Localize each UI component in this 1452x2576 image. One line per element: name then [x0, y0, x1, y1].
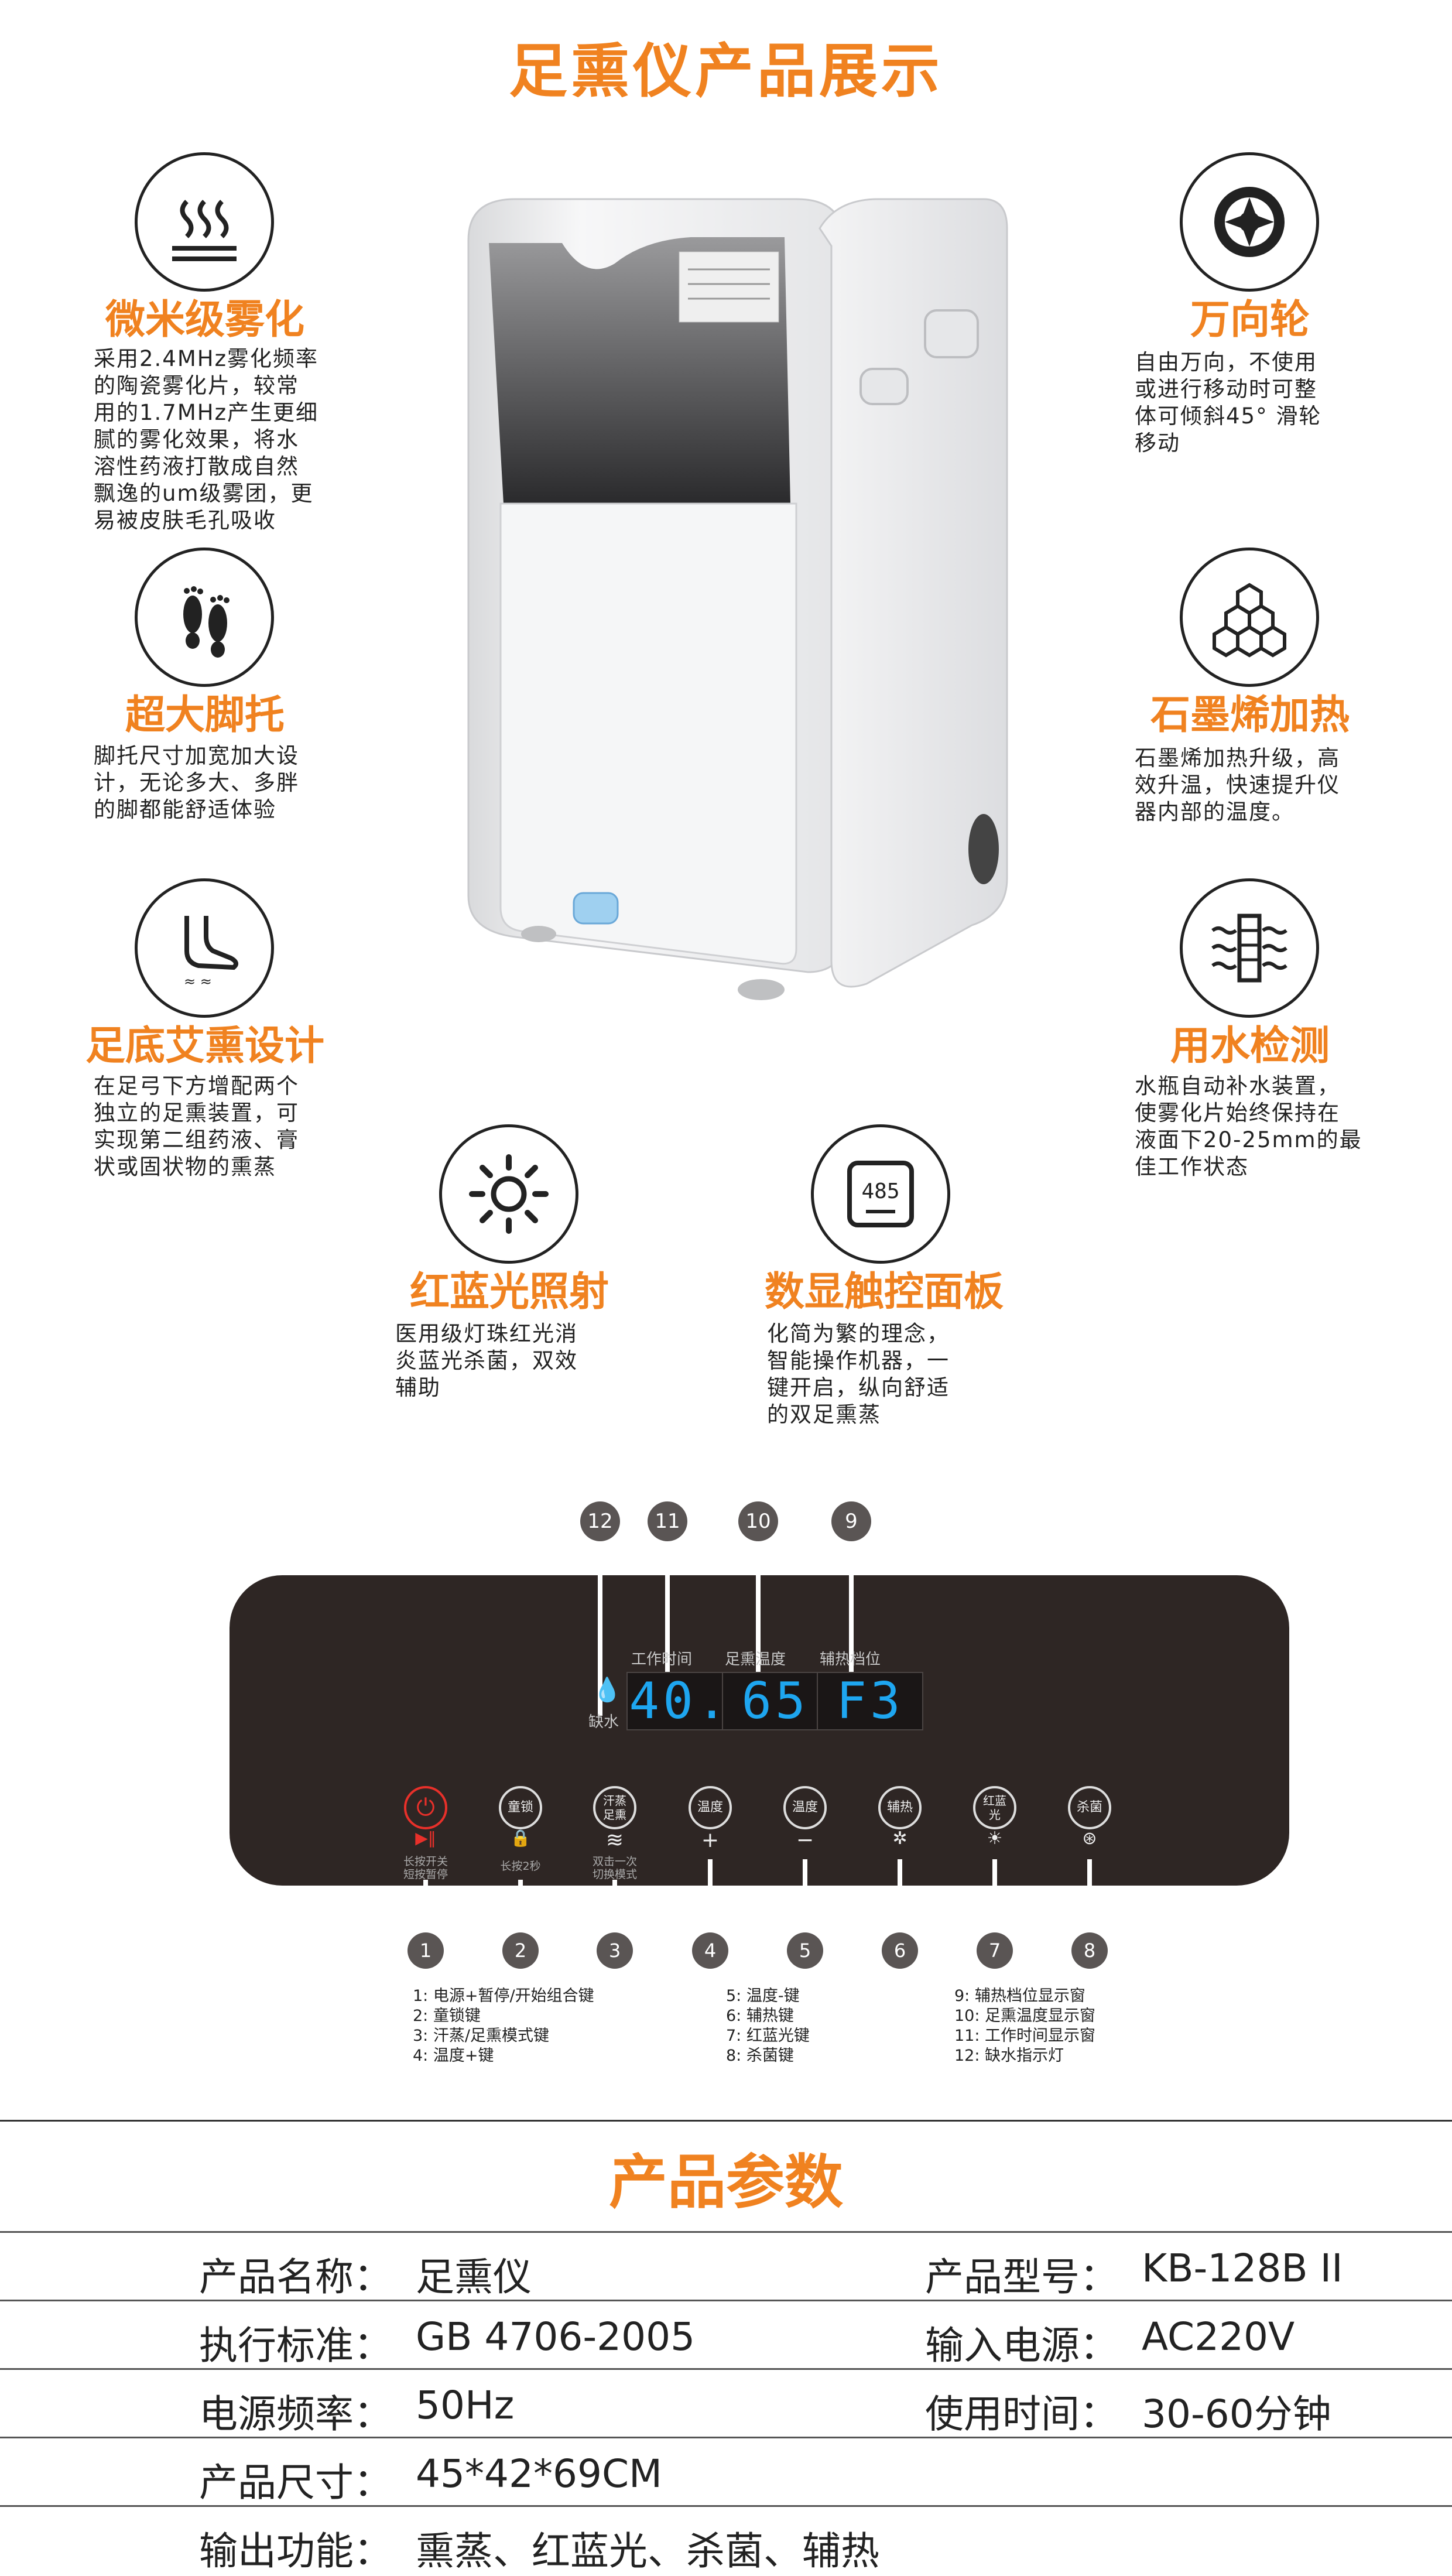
foot-icon: ≈ ≈ — [135, 878, 274, 1018]
steam-icon — [135, 152, 274, 292]
feature-title: 超大脚托 — [125, 692, 285, 738]
svg-text:485: 485 — [861, 1179, 899, 1203]
button-hint: 长按2秒 — [500, 1860, 541, 1873]
plus-icon: + — [701, 1828, 720, 1852]
light-button[interactable]: 红蓝 光 — [973, 1786, 1016, 1829]
callout-9: 9 — [831, 1501, 871, 1541]
feature-desc: 在足弓下方增配两个独立的足熏装置，可实现第二组药液、膏状或固状物的熏蒸 — [94, 1073, 299, 1179]
play-pause-icon: ▶‖ — [415, 1828, 436, 1848]
sterilize-icon: ⊛ — [1082, 1828, 1097, 1849]
leader-line — [849, 1534, 854, 1686]
feature-desc: 脚托尺寸加宽加大设计，无论多大、多胖的脚都能舒适体验 — [94, 743, 299, 822]
steam-small-icon: ≋ — [605, 1828, 624, 1852]
feature-desc: 化简为繁的理念，智能操作机器，一键开启，纵向舒适的双足熏蒸 — [767, 1321, 950, 1427]
water-level-icon — [1180, 878, 1319, 1018]
hexagon-icon — [1180, 548, 1319, 687]
wheel-icon — [1180, 152, 1319, 292]
param-row: 电源频率： 50Hz 使用时间： 30-60分钟 — [0, 2368, 1452, 2438]
feature-desc: 采用2.4MHz雾化频率的陶瓷雾化片，较常用的1.7MHz产生更细腻的雾化效果，… — [94, 346, 319, 533]
feature-desc: 医用级灯珠红光消炎蓝光杀菌，双效辅助 — [395, 1321, 578, 1400]
temp-down-button[interactable]: 温度 — [783, 1786, 827, 1829]
sterilize-button[interactable]: 杀菌 — [1068, 1786, 1111, 1829]
minus-icon: − — [796, 1828, 814, 1852]
param-row: 产品尺寸： 45*42*69CM — [0, 2437, 1452, 2507]
callout-4: 4 — [692, 1932, 728, 1969]
sun-icon — [439, 1124, 578, 1264]
callout-7: 7 — [977, 1932, 1013, 1969]
leader-line — [665, 1534, 670, 1686]
footprints-icon — [135, 548, 274, 687]
feature-desc: 自由万向，不使用或进行移动时可整体可倾斜45° 滑轮移动 — [1135, 350, 1322, 456]
param-row: 产品名称： 足熏仪 产品型号： KB-128B II — [0, 2231, 1452, 2301]
feature-title: 万向轮 — [1190, 297, 1310, 343]
child-lock-button[interactable]: 童锁 — [499, 1786, 542, 1829]
power-icon[interactable]: ⏻ — [404, 1786, 447, 1829]
feature-title: 红蓝光照射 — [409, 1269, 609, 1315]
button-hint: 双击一次 切换模式 — [592, 1855, 637, 1881]
param-row: 输出功能： 熏蒸、红蓝光、杀菌、辅热 — [0, 2505, 1452, 2575]
temp-display: 65 — [722, 1672, 828, 1730]
feature-desc: 石墨烯加热升级，高效升温，快速提升仪器内部的温度。 — [1135, 745, 1340, 825]
temp-up-button[interactable]: 温度 — [689, 1786, 732, 1829]
button-hint: 长按开关 短按暂停 — [403, 1855, 448, 1881]
lock-icon: 🔒 — [510, 1828, 531, 1848]
callout-10: 10 — [738, 1501, 778, 1541]
display-label-heat: 辅热档位 — [820, 1651, 881, 1668]
feature-desc: 水瓶自动补水装置，使雾化片始终保持在液面下20-25mm的最佳工作状态 — [1135, 1073, 1362, 1179]
display-label-time: 工作时间 — [631, 1651, 693, 1668]
callout-5: 5 — [787, 1932, 823, 1969]
callout-2: 2 — [502, 1932, 539, 1969]
leader-line — [756, 1534, 761, 1686]
param-row: 执行标准： GB 4706-2005 输入电源： AC220V — [0, 2300, 1452, 2370]
params-title: 产品参数 — [609, 2148, 843, 2216]
callout-12: 12 — [580, 1501, 620, 1541]
callout-11: 11 — [648, 1501, 687, 1541]
water-label: 缺水 — [588, 1713, 619, 1731]
feature-title: 足底艾熏设计 — [85, 1023, 324, 1069]
callout-3: 3 — [597, 1932, 633, 1969]
feature-title: 微米级雾化 — [105, 297, 304, 343]
callout-1: 1 — [407, 1932, 444, 1969]
fan-icon: ✲ — [892, 1828, 908, 1849]
product-image — [467, 198, 1008, 1000]
water-drop-icon: 💧 — [593, 1677, 622, 1703]
section-divider — [0, 2120, 1452, 2122]
feature-title: 用水检测 — [1170, 1023, 1330, 1069]
svg-text:≈ ≈: ≈ ≈ — [184, 973, 212, 990]
feature-title: 石墨烯加热 — [1150, 692, 1350, 738]
callout-8: 8 — [1071, 1932, 1108, 1969]
display-icon: 485 — [811, 1124, 950, 1264]
page-title: 足熏仪产品展示 — [509, 37, 943, 105]
leader-line — [598, 1534, 602, 1716]
aux-heat-button[interactable]: 辅热 — [878, 1786, 922, 1829]
feature-title: 数显触控面板 — [764, 1269, 1004, 1315]
mode-button[interactable]: 汗蒸 足熏 — [593, 1786, 636, 1829]
display-label-temp: 足熏温度 — [725, 1651, 786, 1668]
light-icon: ☀ — [987, 1828, 1003, 1849]
callout-6: 6 — [882, 1932, 918, 1969]
time-display: 40. — [626, 1672, 733, 1730]
heat-level-display: F3 — [817, 1672, 923, 1730]
